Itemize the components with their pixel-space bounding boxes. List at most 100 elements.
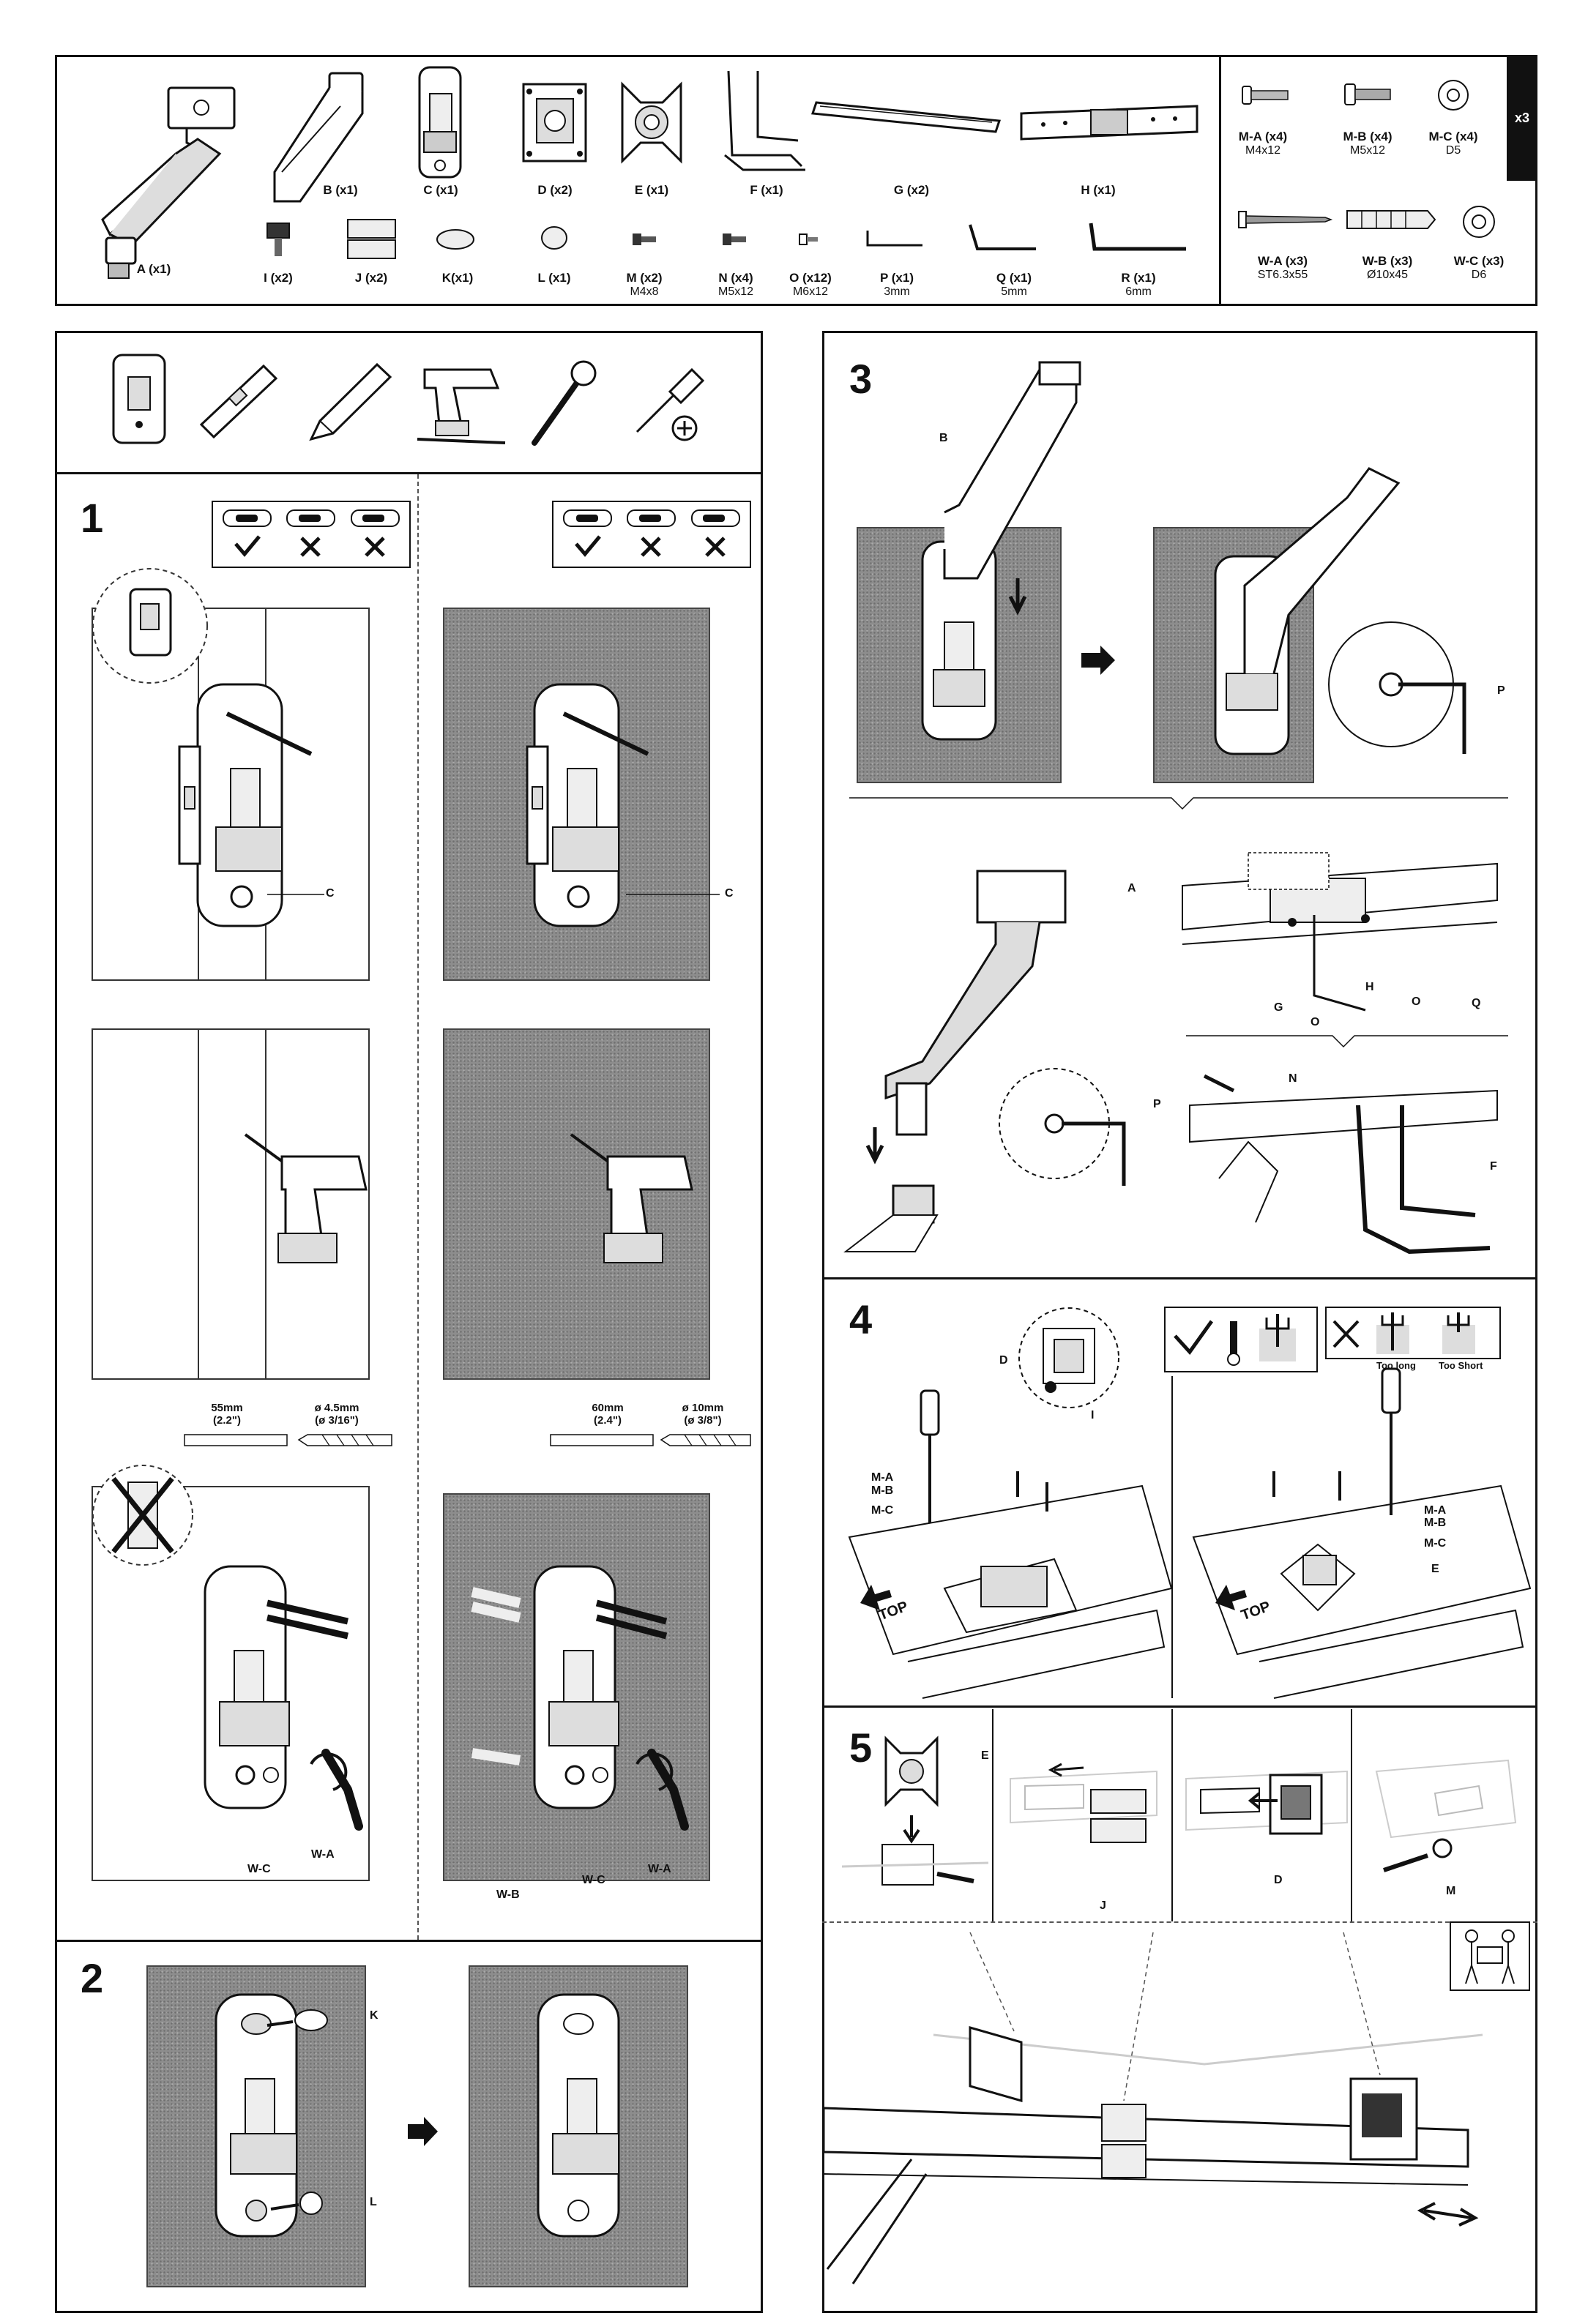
step5-vesa-e-to-bracket <box>841 1735 989 1886</box>
part-k-cap-icon <box>436 229 474 250</box>
wood-wall-2 <box>92 1028 370 1380</box>
step5-clip-j <box>1010 1763 1157 1843</box>
part-a-arm-illustration <box>101 86 236 279</box>
step4-top-arrow-right <box>1215 1585 1247 1610</box>
part-g-rail-illustration <box>810 101 1002 133</box>
wood-dim-length: 55mm(2.2") <box>211 1402 243 1427</box>
step4-divider <box>822 1277 1537 1279</box>
part-b-label: B (x1) <box>323 183 358 197</box>
step3-label-n: N <box>1289 1072 1297 1085</box>
part-c-label: C (x1) <box>423 183 458 197</box>
step3-separator <box>849 797 1508 810</box>
w-b-anchor-icon <box>1346 210 1436 229</box>
part-h-label: H (x1) <box>1081 183 1116 197</box>
wall-plate-c-concrete <box>533 683 649 927</box>
step5-panel-divider-2 <box>1171 1709 1173 1921</box>
stud-check-icons-wood <box>212 501 411 568</box>
step4-number: 4 <box>849 1296 873 1342</box>
step4-label-d: D <box>999 1354 1008 1367</box>
w-b-label: W-B (x3)Ø10x45 <box>1362 254 1413 281</box>
level-tool-wood <box>178 745 201 865</box>
concrete-drill-bit-diagram <box>550 1434 751 1446</box>
step3-label-o1: O <box>1311 1016 1320 1028</box>
part-o-screw-icon <box>799 233 818 245</box>
step3-label-q: Q <box>1472 997 1481 1009</box>
step4-monitor-right <box>1192 1367 1532 1699</box>
step5-label-m: M <box>1446 1885 1456 1897</box>
concrete-label-wa: W-A <box>648 1863 671 1875</box>
step5-label-j: J <box>1100 1899 1106 1912</box>
step3-label-a: A <box>1127 882 1136 894</box>
step3-label-p2: P <box>1153 1098 1161 1110</box>
step5-panel-divider-1 <box>992 1709 993 1921</box>
step4-invalid-screw-box <box>1325 1307 1501 1359</box>
concrete-dim-length: 60mm(2.4") <box>592 1402 624 1427</box>
level-tool-concrete <box>526 745 549 865</box>
step4-center-divider <box>1171 1376 1173 1698</box>
wood-stud-2 <box>198 1028 266 1380</box>
step2-next-arrow <box>408 2117 438 2146</box>
no-anchor-callout <box>92 1465 193 1566</box>
step4-left-label-mb: M-B <box>871 1484 894 1497</box>
step5-label-e: E <box>981 1749 989 1762</box>
m-c-label: M-C (x4)D5 <box>1428 130 1478 157</box>
part-j-clip-icon <box>347 219 396 259</box>
wood-label-c: C <box>326 887 335 900</box>
w-a-screw-icon <box>1238 211 1333 228</box>
step5-number: 5 <box>849 1725 873 1771</box>
part-d-label: D (x2) <box>537 183 573 197</box>
part-p-label: P (x1)3mm <box>880 271 914 298</box>
step3-label-g: G <box>1274 1001 1283 1014</box>
part-m-label: M (x2)M4x8 <box>626 271 663 298</box>
wood-drill-bit-diagram <box>184 1434 392 1446</box>
part-d-vesa-plate-illustration <box>522 83 587 162</box>
part-l-label: L (x1) <box>537 271 571 285</box>
part-f-label: F (x1) <box>750 183 783 197</box>
two-person-lift-icon <box>1450 1921 1530 1991</box>
part-i-knob-icon <box>266 223 290 256</box>
part-c-wall-plate-illustration <box>418 66 462 179</box>
step4-label-i: I <box>1091 1409 1095 1421</box>
leader-c-concrete <box>626 894 720 895</box>
step4-label-e: E <box>1431 1563 1439 1575</box>
step4-plate-d-callout <box>1018 1307 1119 1408</box>
part-q-label: Q (x1)5mm <box>996 271 1032 298</box>
step2-plate-after <box>537 1993 620 2238</box>
part-k-label: K(x1) <box>441 271 474 285</box>
part-p-hex-key-icon <box>866 231 922 247</box>
step3-bracket-detail <box>1182 852 1498 1012</box>
part-f-handle-illustration <box>724 70 805 171</box>
m-b-screw-icon <box>1344 83 1391 105</box>
pencil-icon <box>309 362 392 441</box>
step3-arm-b-install <box>921 361 1081 741</box>
step4-right-label-mb: M-B <box>1424 1517 1447 1529</box>
step5-divider <box>822 1705 1537 1708</box>
wood-label-wa: W-A <box>311 1848 335 1861</box>
wrench-icon <box>532 360 597 446</box>
step3-hex-key-callout-2 <box>999 1068 1126 1186</box>
step3-label-p: P <box>1497 684 1505 697</box>
step3-separator-2 <box>1186 1035 1508 1048</box>
parts-panel <box>55 55 1226 306</box>
part-r-label: R (x1)6mm <box>1121 271 1156 298</box>
step5-overview <box>822 1932 1483 2284</box>
hardware-multiplier-badge: x3 <box>1507 55 1537 181</box>
part-i-label: I (x2) <box>264 271 293 285</box>
step4-too-short: Too Short <box>1439 1360 1483 1371</box>
step4-valid-screw-box <box>1164 1307 1318 1372</box>
part-h-bracket-illustration <box>1020 105 1198 141</box>
step3-label-o2: O <box>1412 995 1421 1008</box>
stud-finder-callout <box>92 568 208 684</box>
step2-number: 2 <box>81 1955 104 2001</box>
step5-panel-divider-3 <box>1351 1709 1352 1921</box>
stud-finder-icon <box>112 354 166 444</box>
part-l-cap-icon <box>541 226 567 250</box>
w-c-washer-icon <box>1463 206 1495 238</box>
part-e-label: E (x1) <box>634 183 669 197</box>
drill-wood <box>244 1133 368 1263</box>
w-c-label: W-C (x3)D6 <box>1453 254 1505 281</box>
m-c-washer-icon <box>1438 80 1469 111</box>
concrete-label-wb: W-B <box>496 1888 520 1901</box>
part-b-arm-illustration <box>273 72 364 203</box>
wood-label-wc: W-C <box>247 1863 271 1875</box>
